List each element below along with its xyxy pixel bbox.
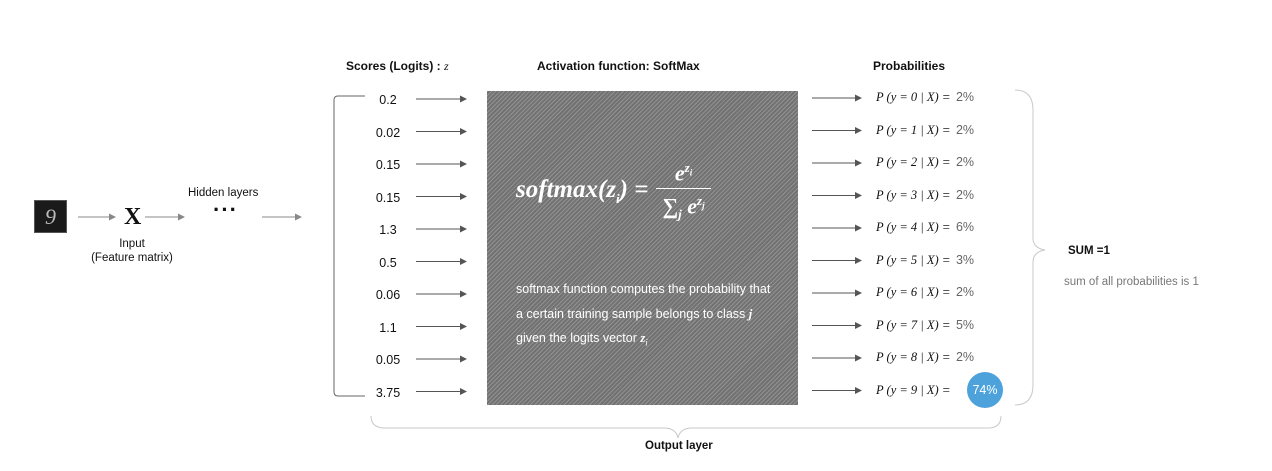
- sum-description: sum of all probabilities is 1: [1064, 276, 1199, 288]
- probabilities-brace: [1014, 89, 1046, 406]
- formula-numerator: ezi: [674, 160, 693, 186]
- probability-expression: P (y = 3 | X): [876, 187, 939, 202]
- equals-sign: =: [942, 317, 950, 332]
- score-value: 0.5: [379, 255, 397, 270]
- softmax-description: softmax function computes the probabilit…: [516, 282, 771, 348]
- score-value: 0.2: [379, 93, 397, 107]
- formula-denominator: ∑j ezj: [656, 188, 711, 223]
- hidden-layers-label: Hidden layers: [188, 187, 259, 199]
- input-digit-image: 9: [34, 200, 67, 233]
- equals-sign: =: [942, 285, 950, 299]
- equals-sign: =: [942, 155, 950, 169]
- probability-expression: P (y = 2 | X): [876, 155, 939, 169]
- score-value: 0.02: [375, 125, 401, 140]
- scores-bracket: [333, 95, 365, 397]
- probability-row: P (y = 8 | X)= 2%: [876, 350, 974, 365]
- probability-row: P (y = 6 | X)= 2%: [876, 285, 974, 300]
- probability-row: P (y = 4 | X)= 6%: [876, 220, 974, 235]
- probability-row: P (y = 2 | X)= 2%: [876, 155, 974, 170]
- highlight-probability-badge: 74%: [967, 372, 1003, 408]
- digit-glyph: 9: [45, 203, 56, 229]
- probability-expression: P (y = 1 | X): [876, 122, 939, 137]
- score-value: 1.3: [379, 223, 397, 237]
- probability-expression: P (y = 6 | X): [876, 285, 939, 299]
- probability-row: P (y = 7 | X)= 5%: [876, 318, 974, 333]
- scores-header-text: Scores (Logits) :: [346, 59, 445, 73]
- equals-sign: =: [942, 187, 950, 202]
- equals-sign: =: [942, 90, 950, 104]
- probability-percent: 2%: [955, 90, 975, 104]
- probability-expression: P (y = 5 | X): [876, 252, 939, 267]
- scores-header: Scores (Logits) : z: [346, 59, 449, 74]
- score-value: 0.06: [375, 288, 401, 302]
- probability-percent: 6%: [955, 220, 975, 234]
- probability-row: P (y = 3 | X)= 2%: [876, 188, 974, 203]
- softmax-formula: softmax(zi) = ezi ∑j ezj: [516, 160, 711, 223]
- probability-expression: P (y = 9 | X): [876, 382, 939, 397]
- score-value: 0.15: [375, 158, 401, 172]
- probability-percent: 2%: [955, 285, 975, 299]
- formula-fraction: ezi ∑j ezj: [656, 160, 711, 223]
- score-value: 1.1: [379, 320, 397, 335]
- probability-row: P (y = 1 | X)= 2%: [876, 123, 974, 138]
- output-layer-brace: [370, 415, 1002, 439]
- score-value: 0.15: [375, 190, 401, 205]
- probability-percent: 2%: [955, 350, 975, 364]
- equals-sign: =: [942, 122, 950, 137]
- hidden-layers-dots: ···: [213, 197, 238, 222]
- equals-sign: =: [942, 220, 950, 234]
- probability-row: P (y = 9 | X)=: [876, 383, 950, 398]
- equals-sign: =: [942, 252, 950, 267]
- probability-percent: 3%: [955, 252, 975, 267]
- probability-expression: P (y = 7 | X): [876, 317, 939, 332]
- score-value: 3.75: [375, 385, 401, 400]
- probability-percent: 2%: [955, 187, 975, 202]
- input-label: Input (Feature matrix): [91, 238, 173, 264]
- scores-header-var: z: [444, 59, 449, 73]
- probability-expression: P (y = 0 | X): [876, 90, 939, 104]
- softmax-box: [487, 91, 798, 405]
- probability-expression: P (y = 8 | X): [876, 350, 939, 364]
- probability-expression: P (y = 4 | X): [876, 220, 939, 234]
- probability-row: P (y = 0 | X)= 2%: [876, 90, 974, 105]
- output-layer-label: Output layer: [645, 440, 713, 452]
- activation-header: Activation function: SoftMax: [537, 59, 700, 73]
- equals-sign: =: [942, 382, 950, 397]
- sum-label: SUM =1: [1068, 245, 1110, 257]
- feature-matrix-symbol: X: [124, 204, 142, 230]
- probabilities-header: Probabilities: [873, 59, 946, 73]
- probability-percent: 2%: [955, 155, 975, 169]
- score-value: 0.05: [375, 353, 401, 367]
- probability-percent: 2%: [955, 122, 975, 137]
- probability-row: P (y = 5 | X)= 3%: [876, 253, 974, 268]
- formula-lhs: softmax(zi) =: [516, 176, 649, 207]
- probability-percent: 5%: [955, 317, 975, 332]
- equals-sign: =: [942, 350, 950, 364]
